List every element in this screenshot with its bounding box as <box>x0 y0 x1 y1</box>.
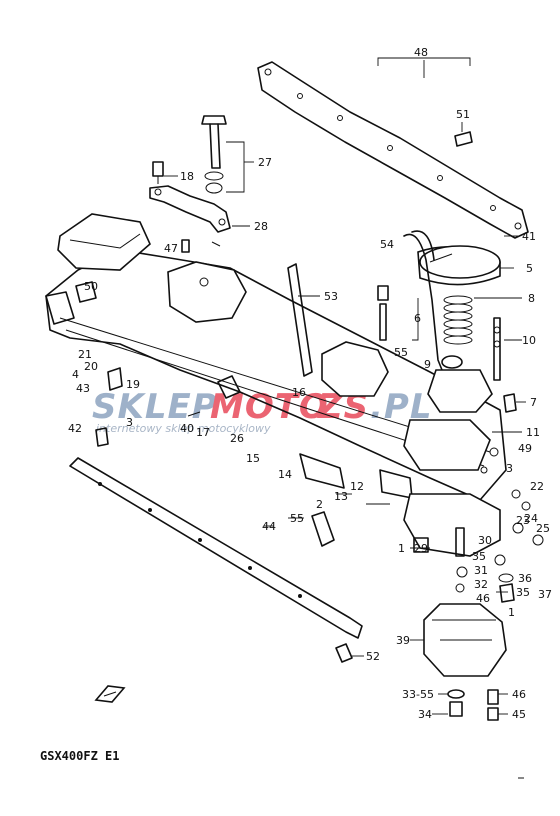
callout-label: 15 <box>246 452 260 465</box>
callout-label: 35 <box>472 550 486 563</box>
callout-label: 35 <box>516 586 530 599</box>
callout-label: 14 <box>278 468 292 481</box>
callout-label: 45 <box>512 708 526 721</box>
callout-label: 8 <box>528 292 535 305</box>
callout-label: 7 <box>530 396 537 409</box>
callout-label: 41 <box>522 230 536 243</box>
callout-label: 31 <box>474 564 488 577</box>
callout-label: 46 <box>476 592 490 605</box>
callout-label: 9 <box>424 358 431 371</box>
callout-label: 32 <box>474 578 488 591</box>
callout-label: 34 <box>418 708 432 721</box>
callout-label: 26 <box>230 432 244 445</box>
callout-label: 28 <box>254 220 268 233</box>
callout-label: 29 <box>414 542 428 555</box>
callout-label: 42 <box>68 422 82 435</box>
callout-label: 44 <box>262 520 276 533</box>
callout-label: 12 <box>350 480 364 493</box>
callout-label: 11 <box>526 426 540 439</box>
callout-label: 27 <box>258 156 272 169</box>
callout-label: 6 <box>414 312 421 325</box>
callout-label: 25 <box>536 522 550 535</box>
watermark-text-2: MOTO <box>210 387 329 427</box>
callout-label: 23 <box>516 514 530 527</box>
callout-label: 40 <box>180 422 194 435</box>
callout-label: 16 <box>292 386 306 399</box>
callout-label: 13 <box>334 490 348 503</box>
callout-label: 18 <box>180 170 194 183</box>
callout-label: 54 <box>380 238 394 251</box>
watermark-logo: SKLEP MOTO ZS .PL internetowy sklep moto… <box>92 387 432 435</box>
callout-label: 21 <box>78 348 92 361</box>
callout-label: 46 <box>512 688 526 701</box>
callout-label: 4 <box>72 368 79 381</box>
callout-label: 48 <box>414 46 428 59</box>
callout-label: 39 <box>396 634 410 647</box>
callout-label: 55 <box>290 512 304 525</box>
leader-lines <box>164 57 526 715</box>
callout-label: 43 <box>76 382 90 395</box>
callout-label: 49 <box>518 442 532 455</box>
callout-label: 22 <box>530 480 544 493</box>
callout-label: 52 <box>366 650 380 663</box>
callout-label: 24 <box>524 512 538 525</box>
callout-label: 19 <box>126 378 140 391</box>
callout-label: 33-55 <box>402 688 434 701</box>
callout-label: 3 <box>126 416 133 429</box>
parts-drawing <box>45 61 544 721</box>
callout-label: 36 <box>518 572 532 585</box>
watermark-tagline: internetowy sklep motocyklowy <box>96 422 271 435</box>
callout-label: 2 <box>316 498 323 511</box>
callout-label: 53 <box>324 290 338 303</box>
callout-label: 10 <box>522 334 536 347</box>
callout-label: 47 <box>164 242 178 255</box>
callout-label: 30 <box>478 534 492 547</box>
callout-label: 20 <box>84 360 98 373</box>
callout-label: 37 <box>538 588 552 601</box>
callout-labels: 48 51 27 18 28 47 41 54 5 53 8 50 6 10 5… <box>68 46 552 721</box>
callout-label: 1 <box>398 542 405 555</box>
callout-label: 50 <box>84 280 98 293</box>
callout-label: 3 <box>506 462 513 475</box>
callout-label: 51 <box>456 108 470 121</box>
diagram-title: GSX400FZ E1 <box>40 749 119 763</box>
callout-label: 55 <box>394 346 408 359</box>
callout-label: 1 <box>508 606 515 619</box>
callout-label: 17 <box>196 426 210 439</box>
callout-label: 5 <box>526 262 533 275</box>
watermark-text-1: SKLEP <box>92 387 218 427</box>
